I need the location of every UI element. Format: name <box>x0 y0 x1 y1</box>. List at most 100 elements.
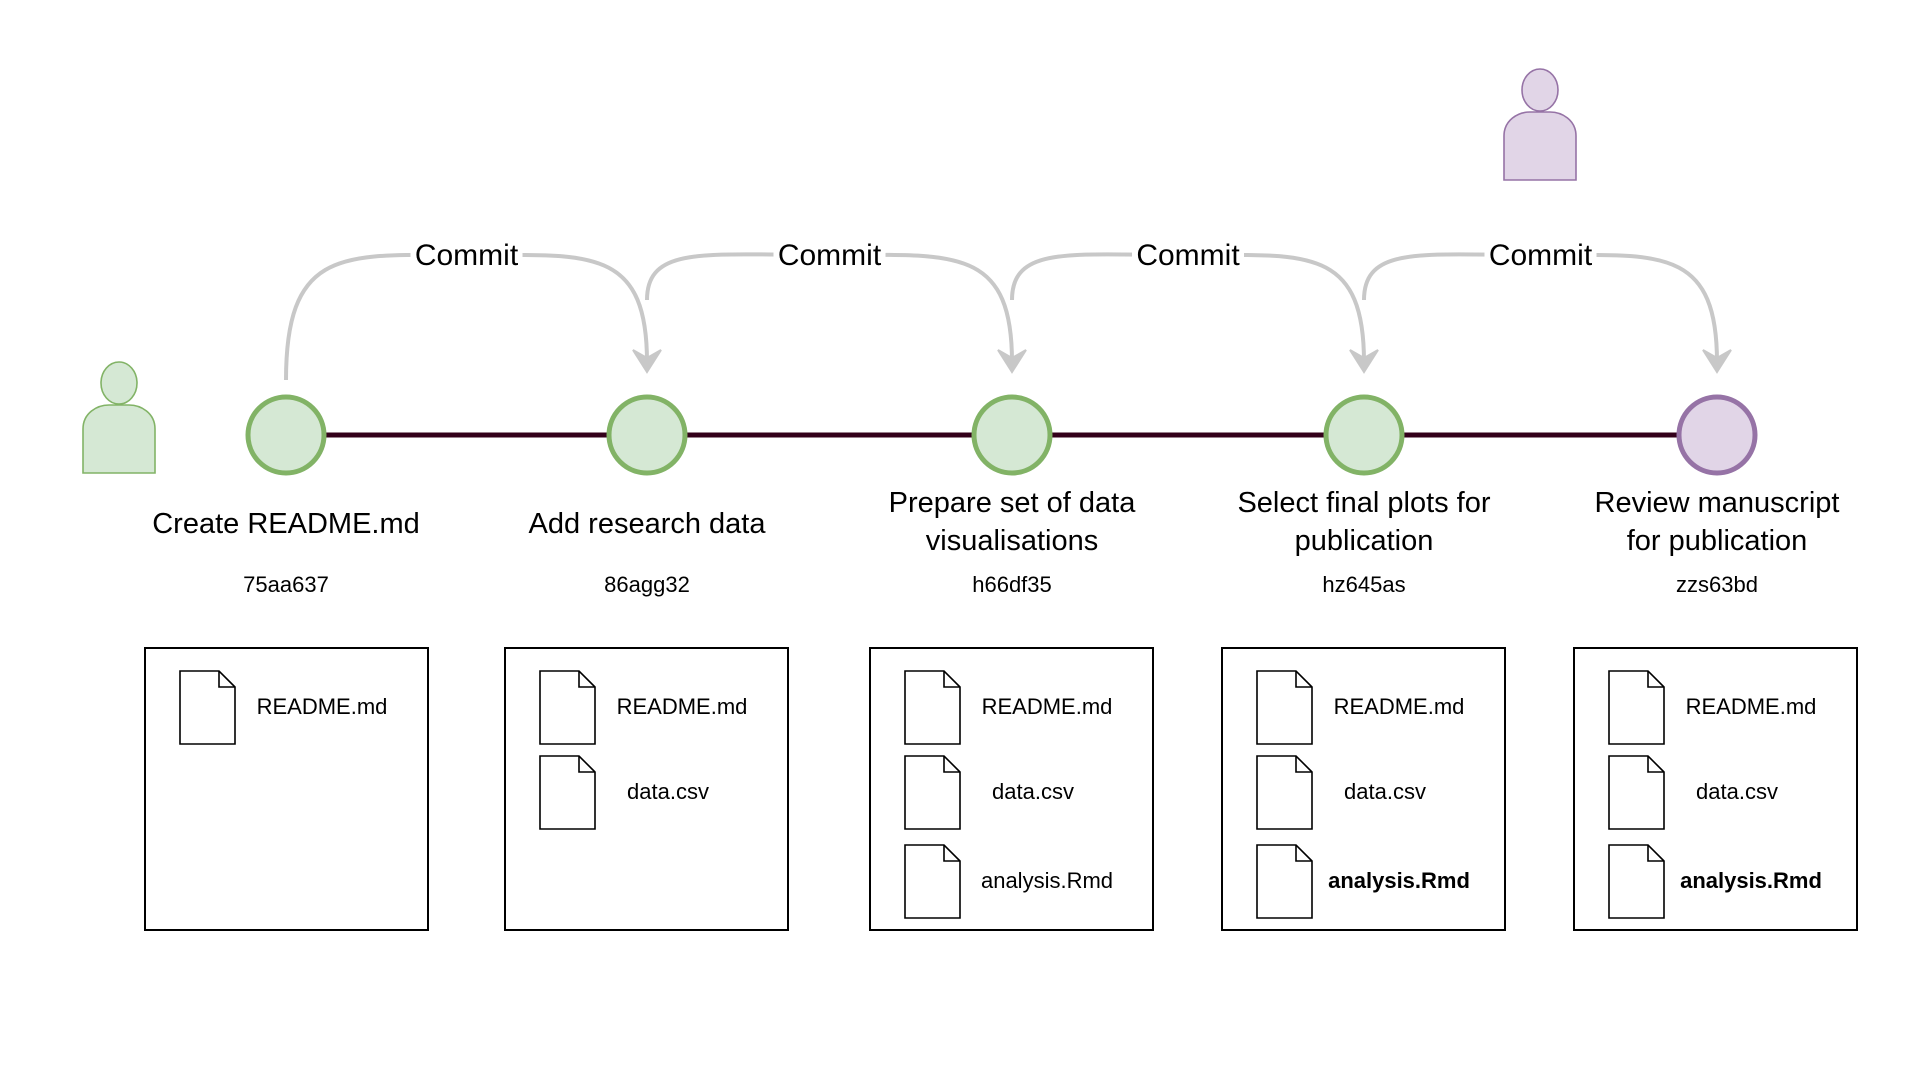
file-fold <box>1295 671 1312 688</box>
commit-arrow: Commit <box>284 233 662 381</box>
commit-label: Commit <box>1136 239 1240 272</box>
commit-label: Commit <box>778 239 882 272</box>
user-icon <box>82 361 156 474</box>
user-icon-body <box>1503 111 1577 181</box>
file-item: analysis.Rmd <box>1256 844 1470 919</box>
step-label-line: Create README.md <box>152 508 420 540</box>
step-label: Add research data <box>529 508 767 540</box>
file-fold <box>578 671 595 688</box>
file-snapshot-box: README.md data.csv analysis.Rmd <box>869 647 1154 931</box>
file-fold <box>943 845 960 862</box>
file-icon <box>904 755 961 830</box>
file-name: README.md <box>1686 694 1817 719</box>
commit-node <box>1323 394 1405 476</box>
file-fold <box>1295 845 1312 862</box>
file-name: data.csv <box>1696 779 1778 804</box>
step-label-line: publication <box>1295 525 1434 557</box>
file-fold <box>943 671 960 688</box>
user-icon-head <box>100 361 138 405</box>
file-fold <box>1647 756 1664 773</box>
file-icon <box>1608 844 1665 919</box>
commit-label-bg <box>1132 233 1244 273</box>
file-snapshot-box: README.md data.csv analysis.Rmd <box>1573 647 1858 931</box>
file-item: README.md <box>539 670 748 745</box>
file-name: README.md <box>617 694 748 719</box>
step-label-line: Select final plots for <box>1237 487 1490 519</box>
arrowhead-icon <box>1702 349 1732 374</box>
file-name: README.md <box>257 694 388 719</box>
commit-arrow: Commit <box>1010 233 1379 374</box>
file-fold <box>578 756 595 773</box>
step-label: Create README.md <box>152 508 420 540</box>
file-icon <box>539 755 596 830</box>
file-icon <box>904 844 961 919</box>
file-icon <box>1256 755 1313 830</box>
user-icon <box>1503 68 1577 181</box>
file-item: analysis.Rmd <box>904 844 1113 919</box>
step-label: Select final plots for publication <box>1237 487 1490 557</box>
commit-label: Commit <box>415 239 519 272</box>
step-labels: Create README.md 75aa637 Add research data… <box>152 487 1839 597</box>
commit-label-bg <box>410 233 523 273</box>
file-icon <box>179 670 236 745</box>
file-name: data.csv <box>1344 779 1426 804</box>
file-item: data.csv <box>904 755 1074 830</box>
commit-label: Commit <box>1489 239 1593 272</box>
user-icon-body <box>82 404 156 474</box>
arrowhead-icon <box>1349 349 1379 374</box>
file-name: data.csv <box>627 779 709 804</box>
step-label-line: visualisations <box>926 525 1098 557</box>
commit-label-bg <box>1484 233 1597 273</box>
file-fold <box>943 756 960 773</box>
file-snapshot-box: README.md <box>144 647 429 931</box>
file-name: analysis.Rmd <box>981 868 1113 893</box>
actors <box>82 68 1577 474</box>
commit-hash: 75aa637 <box>243 572 329 597</box>
file-fold <box>1647 845 1664 862</box>
file-item: data.csv <box>1256 755 1426 830</box>
step-label-line: Prepare set of data <box>889 487 1137 519</box>
file-icon <box>539 670 596 745</box>
step-label: Prepare set of data visualisations <box>889 487 1137 557</box>
file-snapshot-box: README.md data.csv <box>504 647 789 931</box>
commit-node <box>606 394 688 476</box>
user-icon-head <box>1521 68 1559 112</box>
step-label-line: Review manuscript <box>1595 487 1840 519</box>
file-boxes: README.md README.md data.csv README.md data.… <box>144 647 1858 931</box>
file-icon <box>1608 670 1665 745</box>
file-icon <box>1608 755 1665 830</box>
file-item: README.md <box>1608 670 1817 745</box>
step-label: Review manuscript for publication <box>1595 487 1840 557</box>
commit-label-bg <box>773 233 886 273</box>
file-item: README.md <box>904 670 1113 745</box>
step-label-line: Add research data <box>529 508 767 540</box>
commit-hash: zzs63bd <box>1676 572 1758 597</box>
file-name: analysis.Rmd <box>1328 868 1470 893</box>
commit-node <box>1676 394 1758 476</box>
commit-arrow: Commit <box>1362 233 1732 374</box>
commit-arcs: Commit Commit Commit Commit <box>284 233 1732 381</box>
commit-arc <box>284 252 649 381</box>
file-icon <box>904 670 961 745</box>
arrowhead-icon <box>632 349 662 374</box>
step-label-line: for publication <box>1627 525 1808 557</box>
file-fold <box>1295 756 1312 773</box>
file-icon <box>1256 844 1313 919</box>
file-name: README.md <box>982 694 1113 719</box>
file-fold <box>1647 671 1664 688</box>
file-item: analysis.Rmd <box>1608 844 1822 919</box>
commit-arrow: Commit <box>645 233 1027 374</box>
file-item: data.csv <box>539 755 709 830</box>
file-fold <box>218 671 235 688</box>
file-icon <box>1256 670 1313 745</box>
commit-hash: 86agg32 <box>604 572 690 597</box>
file-item: README.md <box>179 670 388 745</box>
file-name: data.csv <box>992 779 1074 804</box>
commit-node <box>971 394 1053 476</box>
commit-hash: h66df35 <box>972 572 1052 597</box>
file-item: README.md <box>1256 670 1464 745</box>
commit-hash: hz645as <box>1322 572 1405 597</box>
arrowhead-icon <box>997 349 1027 374</box>
